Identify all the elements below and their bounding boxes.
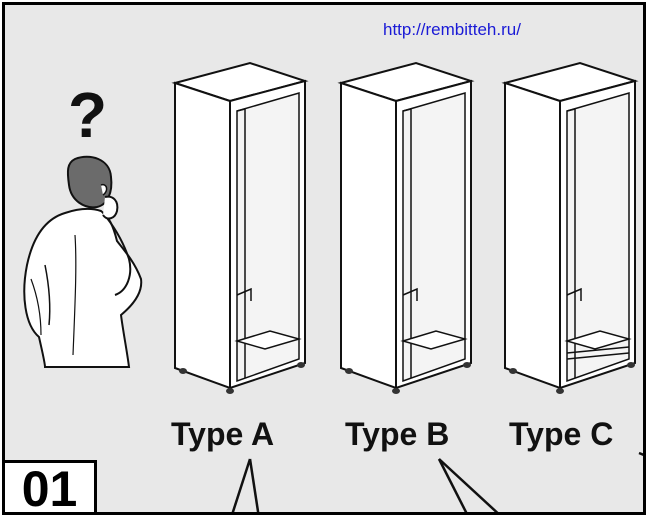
label-type-a: Type A	[171, 416, 275, 452]
label-type-b: Type B	[345, 416, 450, 452]
question-mark: ?	[68, 79, 108, 151]
callout-lines	[231, 451, 643, 512]
cabinet-type-c	[504, 62, 636, 395]
step-number: 01	[5, 460, 97, 512]
instruction-panel: http://rembitteh.ru/ ? Type A Type B Typ…	[2, 2, 646, 515]
illustration	[23, 62, 643, 512]
cabinet-type-b	[340, 62, 472, 395]
thinking-person	[23, 155, 143, 368]
cabinet-type-a	[174, 62, 306, 395]
source-link[interactable]: http://rembitteh.ru/	[383, 20, 521, 39]
label-type-c: Type C	[509, 416, 614, 452]
